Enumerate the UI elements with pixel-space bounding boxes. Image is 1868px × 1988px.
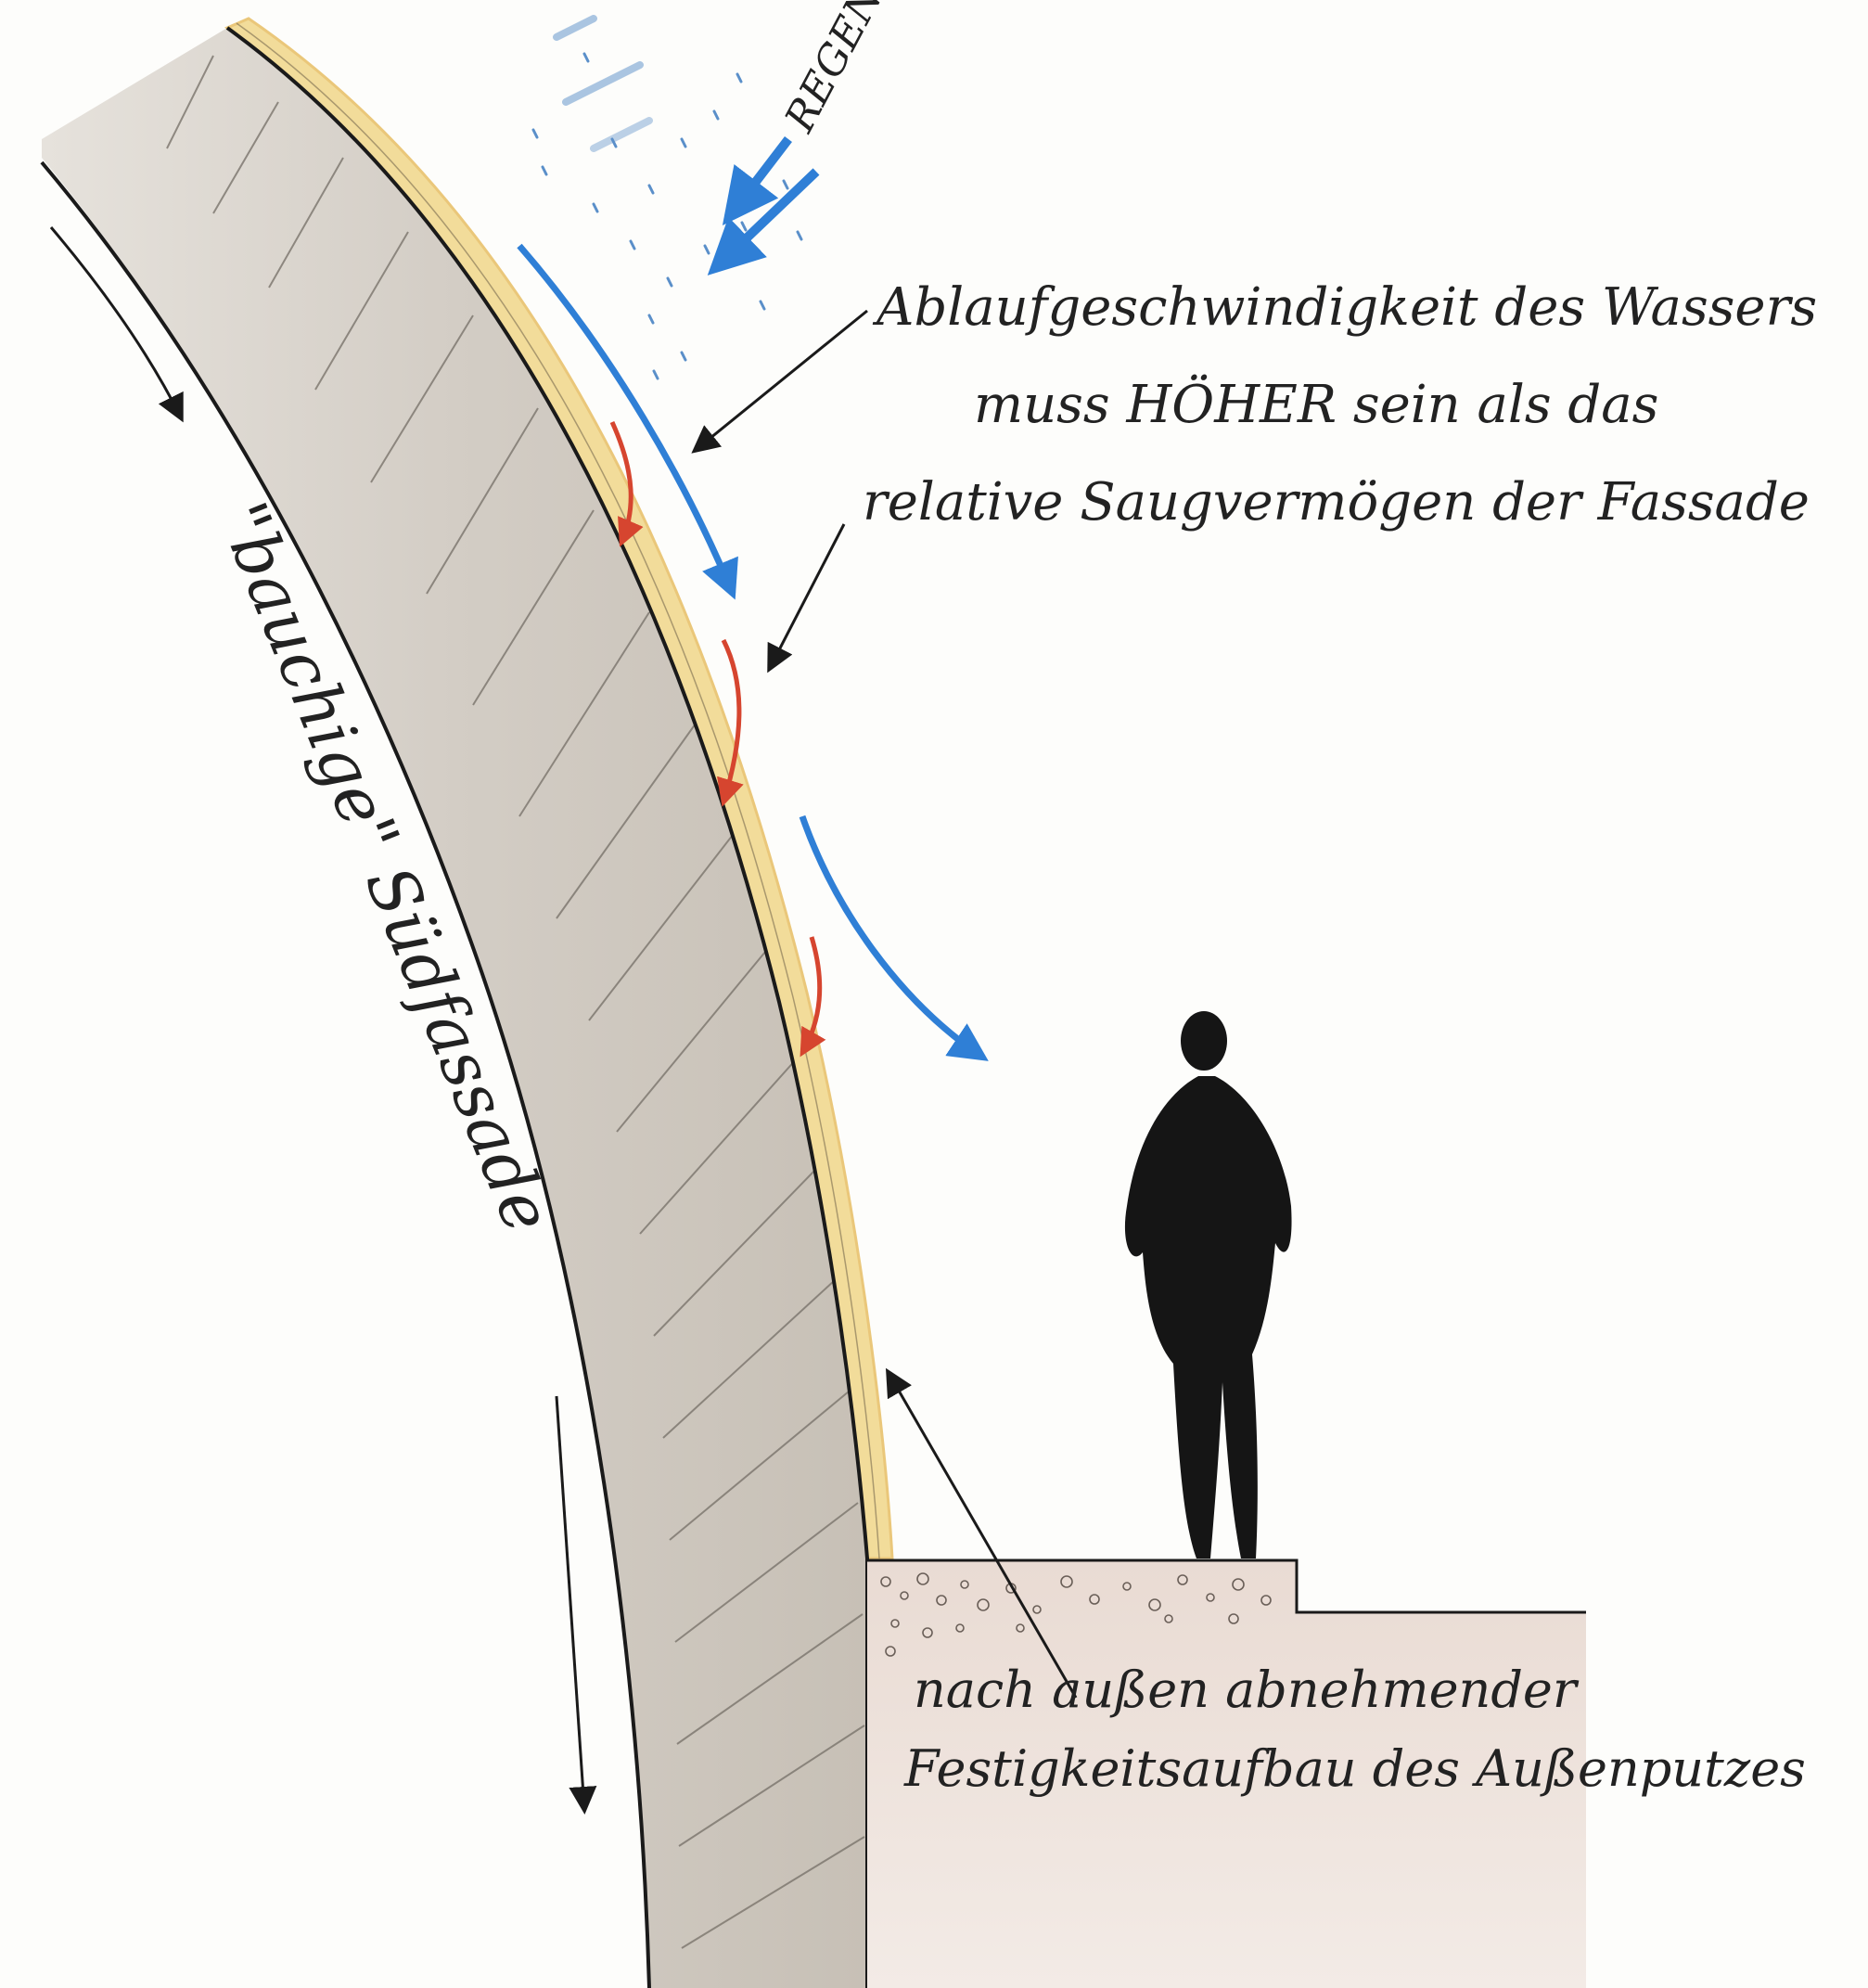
gravel-texture — [880, 1572, 1272, 1657]
pointer-arrows — [49, 226, 1078, 1815]
wall-hatching — [166, 55, 865, 1949]
runoff-arrow-lower — [799, 814, 989, 1061]
ground-edge — [867, 1558, 1586, 1614]
rain-label: REGEN — [775, 0, 892, 140]
runoff-label-line3: relative Saugvermögen der Fassade — [863, 472, 1810, 532]
plaster-label-line1: nach außen abnehmender — [914, 1661, 1580, 1719]
plaster-label-line2: Festigkeitsaufbau des Außenputzes — [903, 1739, 1806, 1798]
wall-inner-outline — [40, 160, 651, 1988]
wall-outer-outline — [225, 26, 869, 1988]
runoff-label-line2: muss HÖHER sein als das — [974, 374, 1658, 435]
runoff-arrow — [517, 243, 738, 600]
rain-arrows — [707, 135, 820, 276]
person-silhouette-icon — [1124, 1011, 1292, 1558]
runoff-label-line1: Ablaufgeschwindigkeit des Wassers — [872, 277, 1817, 338]
suction-arrows — [609, 420, 826, 1058]
ground-base — [867, 1560, 1586, 1988]
plaster-inner-line — [236, 22, 880, 1559]
rain-drops-icon — [531, 15, 803, 380]
wall-body — [42, 28, 867, 1988]
